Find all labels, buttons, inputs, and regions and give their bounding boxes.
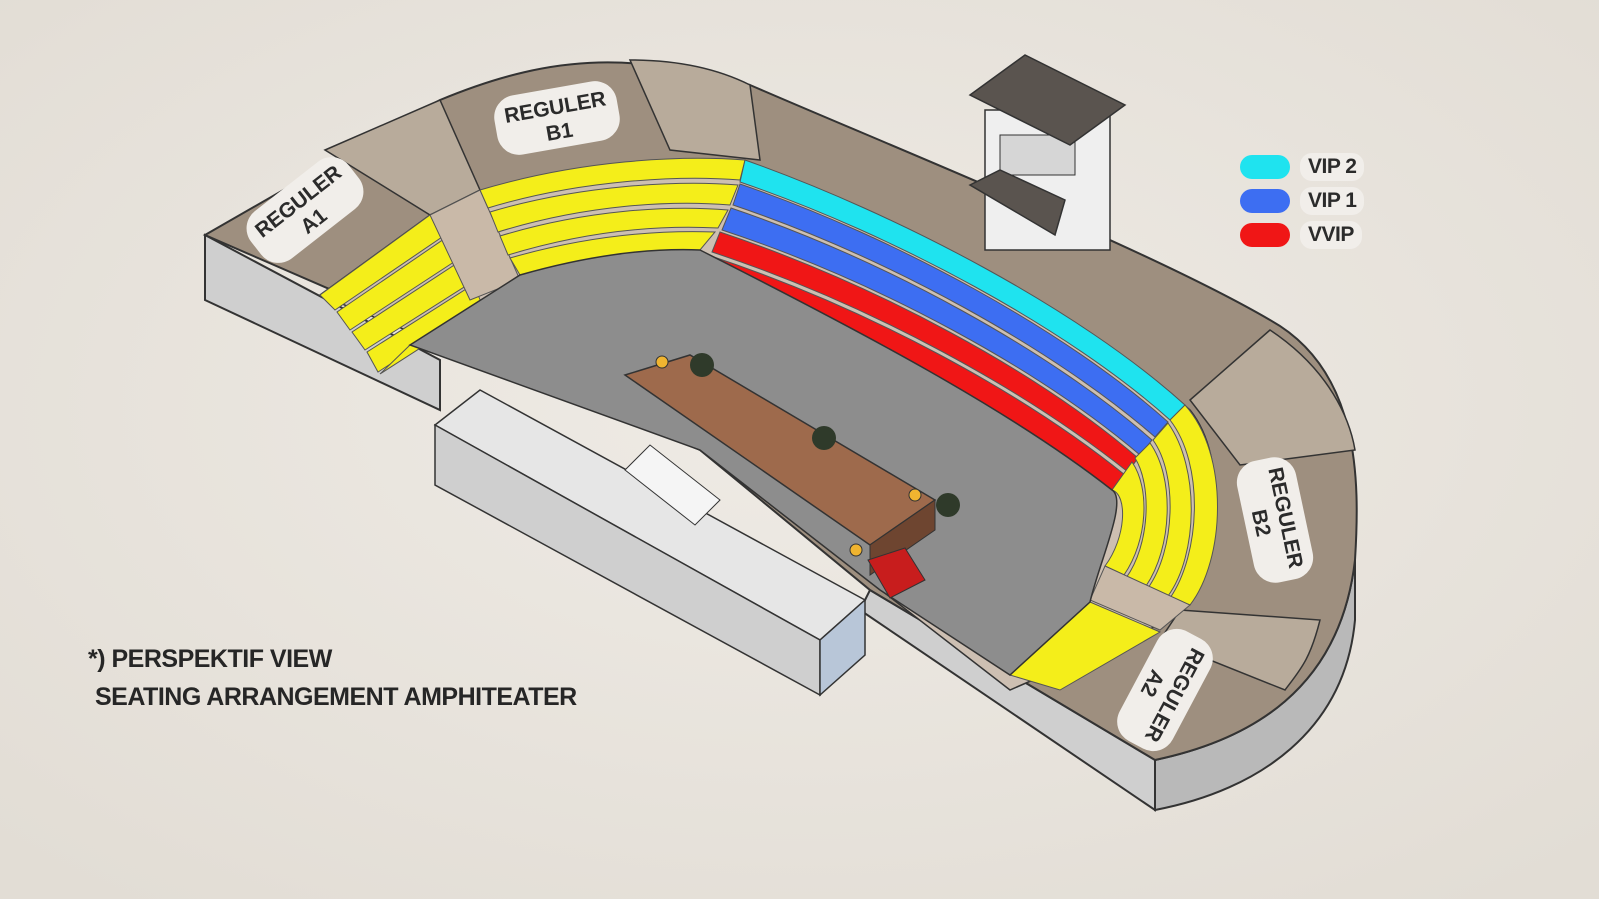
legend-item-vip1: VIP 1 — [1240, 184, 1365, 218]
legend-swatch-vip1 — [1240, 189, 1290, 213]
caption: *) PERSPEKTIF VIEW SEATING ARRANGEMENT A… — [88, 640, 577, 716]
plant — [690, 353, 714, 377]
legend-swatch-vip2 — [1240, 155, 1290, 179]
label-b2-line2: B2 — [1247, 507, 1275, 538]
label-reguler-b2: REGULER B2 — [1236, 457, 1314, 583]
legend-label: VVIP — [1300, 221, 1362, 249]
legend-swatch-vvip — [1240, 223, 1290, 247]
label-b1-line2: B1 — [544, 119, 575, 146]
ticket-booth — [968, 54, 1127, 251]
caption-line1: *) PERSPEKTIF VIEW — [88, 645, 332, 673]
label-reguler-b1: REGULER B1 — [494, 81, 620, 155]
legend-item-vip2: VIP 2 — [1240, 150, 1365, 184]
seats-reguler-b2 — [1104, 404, 1218, 606]
legend-label: VIP 1 — [1300, 187, 1365, 215]
legend-label: VIP 2 — [1300, 153, 1365, 181]
stage-stairs — [867, 547, 926, 599]
caption-line2: SEATING ARRANGEMENT AMPHITEATER — [95, 683, 577, 711]
legend-item-vvip: VVIP — [1240, 218, 1364, 252]
seat-legend: VIP 2 VIP 1 VVIP — [1240, 150, 1365, 252]
entrance-building — [433, 389, 867, 697]
stage-lamp — [655, 355, 669, 369]
stage — [623, 353, 960, 599]
